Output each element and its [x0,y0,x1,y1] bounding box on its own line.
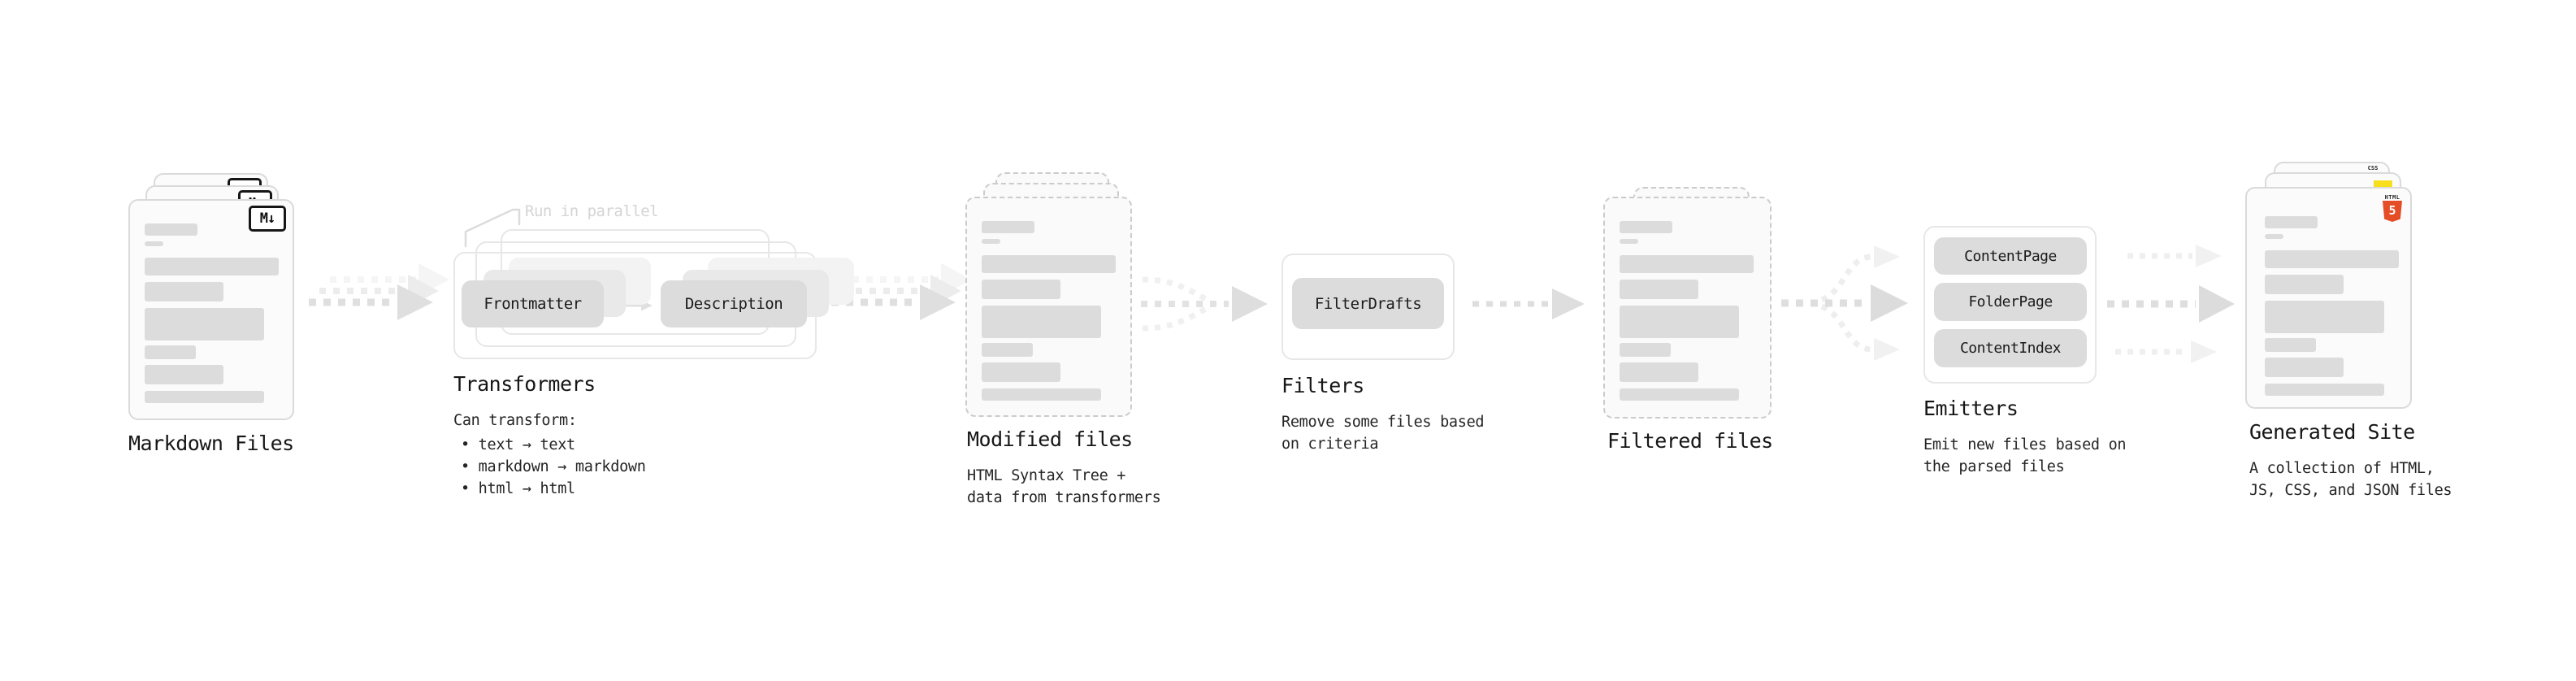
run-in-parallel-label: Run in parallel [525,202,659,220]
skeleton-bar [2265,301,2384,333]
skeleton-bar [982,280,1060,299]
bullet-item: • text → text [461,436,575,453]
text-skeleton [1620,221,1757,401]
skeleton-bar [145,282,223,301]
filters-node: FilterDrafts Filters Remove some files b… [1281,254,1509,481]
markdown-icon: M↓ [249,206,286,232]
skeleton-bar [982,388,1101,401]
skeleton-bar [2265,358,2344,377]
filters-box [1281,254,1455,360]
skeleton-bar [2265,338,2316,352]
skeleton-bar [2265,250,2399,268]
skeleton-bar [145,258,279,275]
desc-line: Remove some files based [1281,414,1485,431]
generated-site-node: CSS HTML 5 Generated Site A collection o… [2245,162,2473,519]
desc-line: HTML Syntax Tree + [967,467,1126,484]
emitter-pill-contentpage: ContentPage [1934,237,2087,275]
bullet-item: • markdown → markdown [461,458,646,475]
bullet-item: • html → html [461,480,575,497]
desc-line: on criteria [1281,436,1379,453]
skeleton-bar [1620,343,1671,357]
html5-icon: HTML 5 [2382,194,2403,222]
skeleton-bar [1620,362,1698,382]
section-title: Filtered files [1607,429,1773,453]
desc-heading: Can transform: [453,412,577,429]
skeleton-bar [1620,280,1698,299]
skeleton-bar [982,221,1034,233]
markdown-files-node: M↓ M↓ M↓ Markdown Files [128,173,340,498]
bullet-list: • text → text • markdown → markdown • ht… [453,434,646,500]
file-card [965,197,1132,417]
section-title: Generated Site [2249,420,2415,444]
file-card: M↓ [128,199,294,420]
transformer-pill-frontmatter: Frontmatter [462,280,604,327]
skeleton-bar [2265,384,2384,396]
desc-line: data from transformers [967,489,1161,506]
desc-line: Emit new files based on [1923,436,2127,453]
skeleton-bar [982,255,1116,273]
skeleton-bar [2265,275,2344,294]
transformer-pill-description: Description [661,280,807,327]
emitters-node: ContentPage FolderPage ContentIndex Emit… [1923,226,2159,486]
skeleton-bar [1620,388,1739,401]
modified-files-node: Modified files HTML Syntax Tree + data f… [965,172,1177,514]
emitter-pill-contentindex: ContentIndex [1934,329,2087,367]
section-description: Emit new files based on the parsed files [1923,434,2127,478]
section-description: Remove some files based on criteria [1281,411,1485,455]
text-skeleton [2265,216,2399,396]
section-description: Can transform: • text → text • markdown … [453,410,646,500]
section-title: Filters [1281,374,1364,397]
emitters-box [1923,226,2097,384]
skeleton-bar [1620,306,1739,338]
section-description: HTML Syntax Tree + data from transformer… [967,465,1161,509]
section-title: Modified files [967,427,1133,451]
skeleton-bar [145,223,197,236]
section-description: A collection of HTML, JS, CSS, and JSON … [2249,458,2452,501]
skeleton-bar [145,345,196,359]
file-card: HTML 5 [2245,187,2412,409]
text-skeleton [982,221,1117,401]
skeleton-bar [2265,234,2283,239]
js-file-icon [2374,180,2392,188]
skeleton-bar [982,239,1000,244]
desc-line: the parsed files [1923,458,2065,475]
skeleton-bar [1620,239,1638,244]
desc-line: A collection of HTML, [2249,460,2435,477]
filtered-files-node: Filtered files [1603,187,1815,479]
filter-pill-filterdrafts: FilterDrafts [1292,278,1444,329]
skeleton-bar [145,365,223,384]
skeleton-bar [2265,216,2318,228]
section-title: Emitters [1923,397,2019,420]
section-title: Markdown Files [128,432,294,455]
skeleton-bar [145,391,264,403]
desc-line: JS, CSS, and JSON files [2249,482,2452,499]
skeleton-bar [982,362,1060,382]
skeleton-bar [1620,221,1672,233]
skeleton-bar [1620,255,1754,273]
emitter-pill-folderpage: FolderPage [1934,283,2087,321]
skeleton-bar [982,343,1033,357]
skeleton-bar [982,306,1101,338]
text-skeleton [145,223,280,403]
section-title: Transformers [453,372,596,396]
transformers-node: Run in parallel Frontmatter Description … [453,195,854,504]
file-card [1603,197,1772,419]
skeleton-bar [145,241,163,246]
skeleton-bar [145,308,264,340]
